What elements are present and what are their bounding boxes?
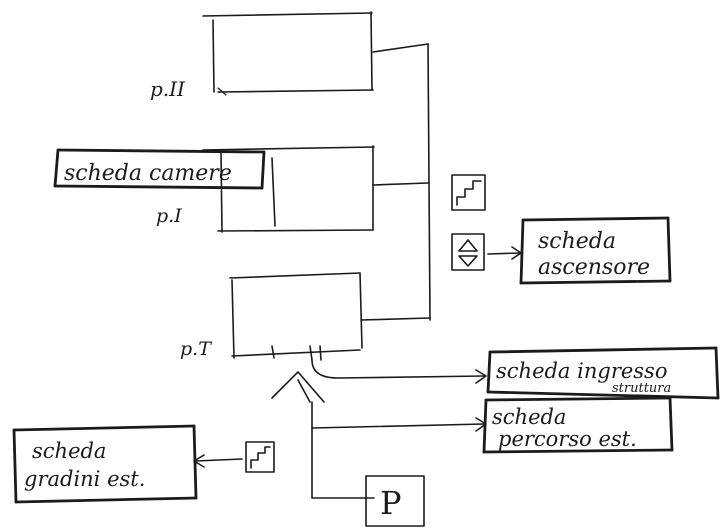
card-ingresso-line2: struttura: [612, 381, 671, 396]
card-ingresso[interactable]: scheda ingresso struttura: [486, 346, 720, 400]
parking-box[interactable]: P: [365, 475, 425, 527]
card-gradini[interactable]: scheda gradini est.: [12, 424, 198, 504]
card-ascensore[interactable]: scheda ascensore: [519, 216, 672, 285]
external-steps-icon[interactable]: [245, 441, 275, 473]
card-ascensore-line1: scheda: [538, 229, 616, 254]
card-gradini-line2: gradini est.: [24, 467, 145, 491]
elevator-icon[interactable]: [451, 233, 485, 271]
floor-2-label: p.II: [150, 77, 186, 101]
card-percorso[interactable]: scheda percorso est.: [482, 396, 674, 454]
card-percorso-line1: scheda: [492, 405, 566, 429]
floor-ground-box: [229, 272, 363, 361]
card-ingresso-line1: scheda ingresso: [496, 359, 667, 383]
card-camere-label: scheda camere: [64, 161, 232, 186]
card-gradini-line1: scheda: [32, 439, 106, 463]
parking-label: P: [380, 484, 402, 522]
floor-1-box: [202, 145, 375, 233]
arrow-to-gradini: [193, 454, 243, 468]
card-camere[interactable]: scheda camere: [53, 148, 266, 190]
vertical-connector: [360, 43, 431, 321]
floor-ground-label: p.T: [180, 338, 212, 360]
floor-2-box: [202, 11, 374, 96]
arrow-to-ascensore: [487, 246, 522, 260]
stairs-icon[interactable]: [451, 174, 486, 211]
card-ascensore-line2: ascensore: [538, 255, 650, 280]
entrance-marker: [271, 359, 487, 499]
card-percorso-line2: percorso est.: [498, 427, 637, 451]
floor-1-label: p.I: [156, 205, 182, 227]
